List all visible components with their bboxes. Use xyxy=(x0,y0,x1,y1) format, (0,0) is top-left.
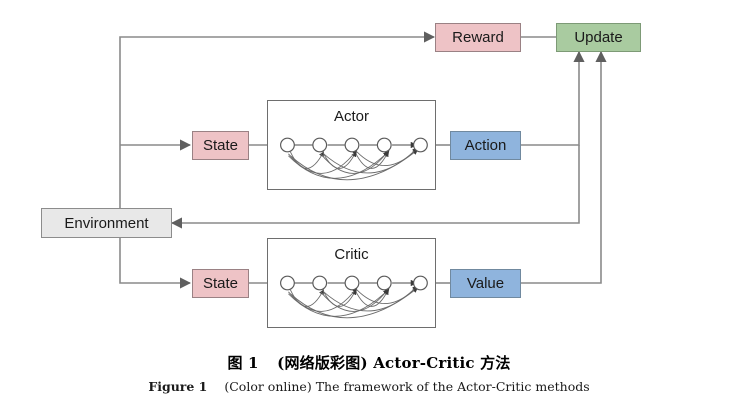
critic-node-3 xyxy=(344,275,360,291)
actor-node-4 xyxy=(376,137,392,153)
critic-node-2 xyxy=(312,275,328,291)
node-state-critic-label: State xyxy=(202,275,239,292)
caption-chinese: 图 1 (网络版彩图) Actor-Critic 方法 xyxy=(0,352,738,373)
node-reward-label: Reward xyxy=(452,29,504,46)
netbox-critic[interactable]: Critic xyxy=(267,238,436,328)
node-action[interactable]: Action xyxy=(450,131,521,160)
node-action-label: Action xyxy=(464,137,507,154)
caption-cn-title: Actor-Critic 方法 xyxy=(373,354,511,372)
actor-node-1 xyxy=(280,137,295,153)
edge-environment-to-state-critic xyxy=(119,223,192,289)
netbox-critic-title: Critic xyxy=(334,246,369,263)
actor-node-3 xyxy=(344,137,360,153)
node-environment-label: Environment xyxy=(64,214,149,232)
caption-cn-note: (网络版彩图) xyxy=(277,354,368,372)
node-state-actor[interactable]: State xyxy=(192,131,249,160)
critic-node-1 xyxy=(280,275,295,291)
node-environment[interactable]: Environment xyxy=(41,208,172,238)
node-update[interactable]: Update xyxy=(556,23,641,52)
netbox-actor[interactable]: Actor xyxy=(267,100,436,190)
node-value-label: Value xyxy=(466,275,505,292)
node-reward[interactable]: Reward xyxy=(435,23,521,52)
critic-network-graph xyxy=(280,275,428,319)
netbox-actor-title: Actor xyxy=(333,108,369,125)
node-state-actor-label: State xyxy=(202,137,239,154)
edge-environment-to-reward xyxy=(119,31,436,223)
caption-cn-label: 图 1 xyxy=(227,354,259,372)
edge-action-to-environment xyxy=(170,145,580,229)
caption-en-label: Figure 1 xyxy=(148,379,208,394)
caption-en-title: The framework of the Actor-Critic method… xyxy=(315,379,590,394)
edge-action-to-update xyxy=(521,50,585,146)
actor-network-graph xyxy=(280,137,428,181)
node-update-label: Update xyxy=(574,29,623,46)
actor-node-5 xyxy=(413,137,428,153)
node-state-critic[interactable]: State xyxy=(192,269,249,298)
actor-node-2 xyxy=(312,137,328,153)
node-value[interactable]: Value xyxy=(450,269,521,298)
caption-english: Figure 1 (Color online) The framework of… xyxy=(0,379,738,394)
edge-value-to-update xyxy=(521,50,607,284)
caption-en-note: (Color online) xyxy=(224,379,312,394)
critic-node-5 xyxy=(413,275,428,291)
critic-node-4 xyxy=(376,275,392,291)
